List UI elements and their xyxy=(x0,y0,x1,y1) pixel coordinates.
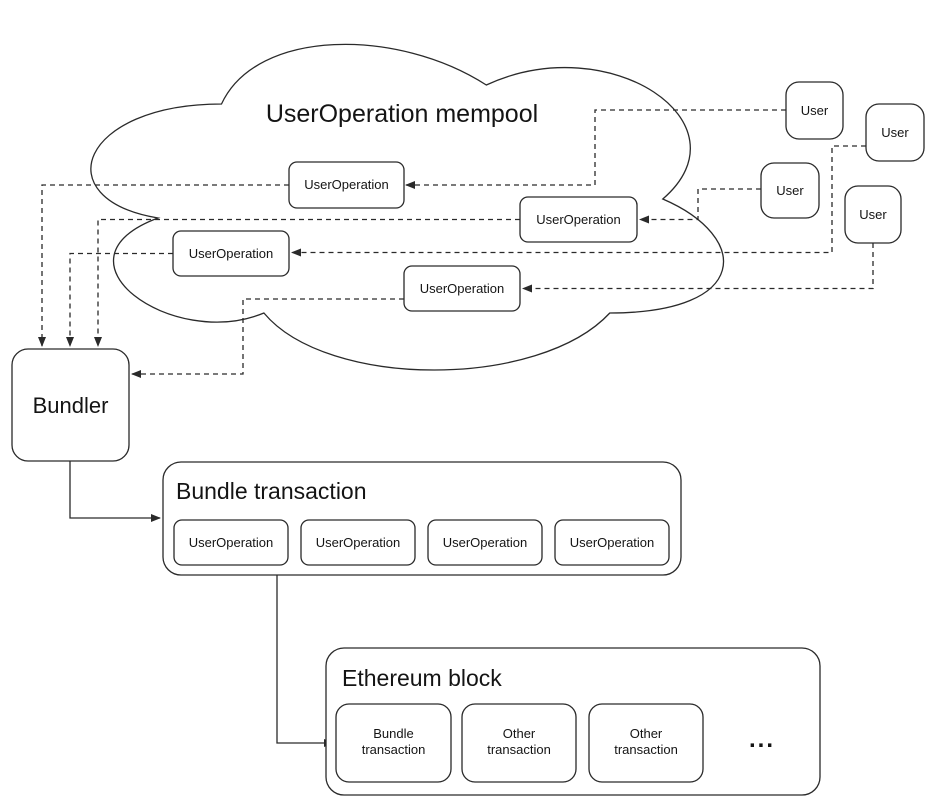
userop-box xyxy=(554,519,670,566)
edge-userop2-to-bundler xyxy=(94,218,520,347)
bundle-transaction-title: Bundle transaction xyxy=(176,478,367,504)
user-node-2: User xyxy=(865,103,925,162)
edge-bundle-transaction-to-ethereum-block xyxy=(276,575,334,747)
userop-box xyxy=(403,265,521,312)
edge-bundler-to-bundle-transaction xyxy=(69,461,161,522)
ethereum-tx-node-3: Other transaction xyxy=(588,703,704,783)
bundler-label: Bundler xyxy=(33,393,109,418)
userop-box xyxy=(300,519,416,566)
transaction-box xyxy=(588,703,704,783)
transaction-label-line1: Other xyxy=(630,726,663,741)
ethereum-tx-node-1: Bundle transaction xyxy=(335,703,452,783)
userop-box xyxy=(172,230,290,277)
bundle-transaction-box xyxy=(162,461,682,576)
user-node-4: User xyxy=(844,185,902,244)
userop-box xyxy=(519,196,638,243)
bundle-userop-node-3: UserOperation xyxy=(427,519,543,566)
user-node-1: User xyxy=(785,81,844,140)
transaction-label-line1: Bundle xyxy=(373,726,413,741)
ethereum-block-title: Ethereum block xyxy=(342,665,502,691)
user-label: User xyxy=(859,207,887,222)
edge-user4-to-userop4 xyxy=(522,243,874,293)
userop-label: UserOperation xyxy=(304,177,389,192)
mempool-userop-node-3: UserOperation xyxy=(172,230,290,277)
userop-box xyxy=(288,161,405,209)
userop-label: UserOperation xyxy=(570,535,655,550)
userop-label: UserOperation xyxy=(189,246,274,261)
userop-box xyxy=(173,519,289,566)
mempool-userop-node-4: UserOperation xyxy=(403,265,521,312)
transaction-label-line1: Other xyxy=(503,726,536,741)
mempool-userop-node-2: UserOperation xyxy=(519,196,638,243)
transaction-box xyxy=(461,703,577,783)
userop-box xyxy=(427,519,543,566)
bundle-userop-node-1: UserOperation xyxy=(173,519,289,566)
userop-label: UserOperation xyxy=(536,212,621,227)
edge-userop1-to-bundler xyxy=(38,184,289,347)
bundler-node: Bundler xyxy=(11,348,130,462)
user-box xyxy=(865,103,925,162)
user-label: User xyxy=(801,103,829,118)
bundle-userop-node-4: UserOperation xyxy=(554,519,670,566)
edge-user3-to-userop2 xyxy=(639,188,761,224)
bundle-userop-node-2: UserOperation xyxy=(300,519,416,566)
userop-label: UserOperation xyxy=(316,535,401,550)
userop-label: UserOperation xyxy=(420,281,505,296)
bundler-box xyxy=(11,348,130,462)
edge-user1-to-userop1 xyxy=(405,109,786,189)
user-label: User xyxy=(881,125,909,140)
transaction-label-line2: transaction xyxy=(362,742,426,757)
ethereum-tx-node-2: Other transaction xyxy=(461,703,577,783)
user-label: User xyxy=(776,183,804,198)
edge-userop3-to-bundler xyxy=(66,252,173,347)
mempool-title: UserOperation mempool xyxy=(266,100,538,128)
mempool-userop-node-1: UserOperation xyxy=(288,161,405,209)
user-node-3: User xyxy=(760,162,820,219)
ethereum-block-container: Ethereum block Bundle transaction Other … xyxy=(325,647,821,796)
userop-label: UserOperation xyxy=(189,535,274,550)
bundle-transaction-container: Bundle transaction UserOperation UserOpe… xyxy=(162,461,682,576)
user-box xyxy=(760,162,820,219)
transaction-box xyxy=(335,703,452,783)
more-transactions-ellipsis: ... xyxy=(749,726,775,753)
edge-userop4-to-bundler xyxy=(131,298,404,378)
user-box xyxy=(844,185,902,244)
transaction-label-line2: transaction xyxy=(487,742,551,757)
userop-label: UserOperation xyxy=(443,535,528,550)
user-box xyxy=(785,81,844,140)
transaction-label-line2: transaction xyxy=(614,742,678,757)
